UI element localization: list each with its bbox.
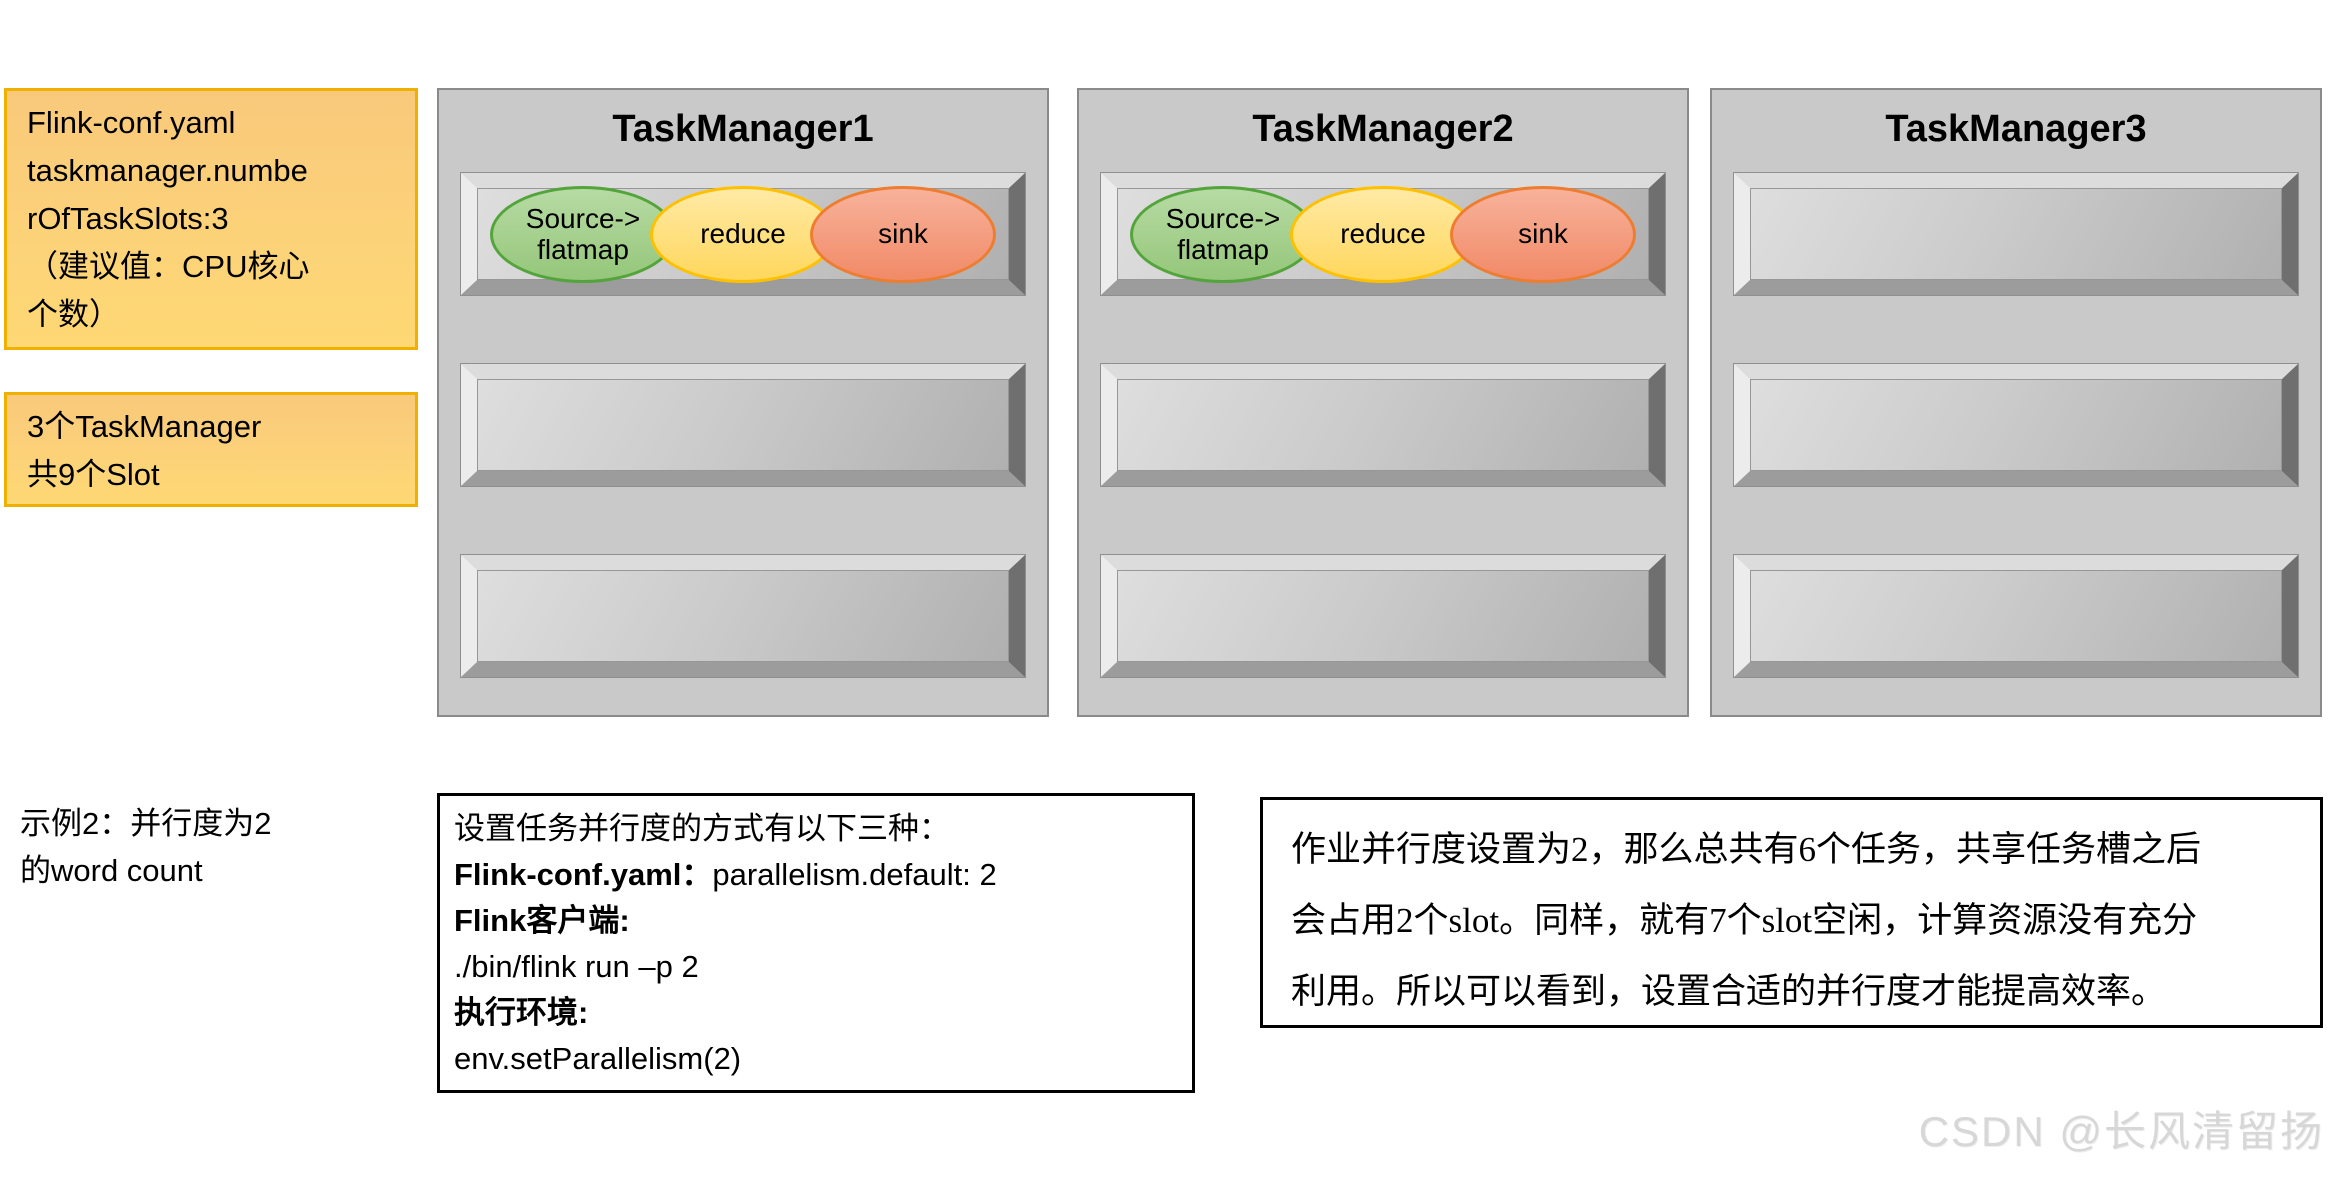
task-label: flatmap <box>537 234 629 265</box>
parallelism-line: Flink-conf.yaml：parallelism.default: 2 <box>454 852 1178 898</box>
task-ellipse-source: Source-> flatmap <box>490 185 676 283</box>
task-slot <box>1100 363 1666 487</box>
config-note: Flink-conf.yaml taskmanager.numbe rOfTas… <box>4 88 418 350</box>
taskmanager2-title: TaskManager2 <box>1252 108 1514 150</box>
task-label: sink <box>1518 218 1568 250</box>
explanation-box: 作业并行度设置为2，那么总共有6个任务，共享任务槽之后 会占用2个slot。同样… <box>1260 797 2323 1028</box>
task-ellipse-source: Source-> flatmap <box>1130 185 1316 283</box>
task-label: Source-> <box>1165 202 1281 234</box>
example-label-line: 的word count <box>20 853 203 888</box>
example-label: 示例2：并行度为2 的word count <box>20 800 271 894</box>
task-group: Source-> flatmap reduce sink <box>460 172 1026 296</box>
slot-total-note-line: 共9个Slot <box>27 457 160 492</box>
taskmanager3-box: TaskManager3 <box>1710 88 2322 717</box>
explanation-line: 利用。所以可以看到，设置合适的并行度才能提高效率。 <box>1291 972 2167 1011</box>
parallelism-line: 设置任务并行度的方式有以下三种： <box>454 811 950 846</box>
task-slot <box>460 554 1026 678</box>
explanation-line: 会占用2个slot。同样，就有7个slot空闲，计算资源没有充分 <box>1291 901 2198 940</box>
parallelism-line: env.setParallelism(2) <box>454 1041 742 1076</box>
config-note-line: （建议值：CPU核心 <box>27 249 310 284</box>
parallelism-line-label: Flink客户端: <box>454 903 630 938</box>
config-note-line: rOfTaskSlots:3 <box>27 201 229 236</box>
task-ellipse-sink: sink <box>1450 185 1636 283</box>
task-slot <box>1733 363 2299 487</box>
parallelism-line-label: Flink-conf.yaml： <box>454 857 713 892</box>
slot-total-note: 3个TaskManager 共9个Slot <box>4 392 418 507</box>
config-note-line: 个数） <box>27 297 120 332</box>
task-slot <box>1733 554 2299 678</box>
taskmanager1-title: TaskManager1 <box>612 108 874 150</box>
task-group: Source-> flatmap reduce sink <box>1100 172 1666 296</box>
task-label: reduce <box>1340 218 1426 250</box>
task-label: Source-> <box>525 202 641 234</box>
watermark: CSDN @长风清留扬 <box>1918 1108 2324 1155</box>
task-label: flatmap <box>1177 234 1269 265</box>
task-label: reduce <box>700 218 786 250</box>
task-slot <box>460 363 1026 487</box>
parallelism-settings-box: 设置任务并行度的方式有以下三种： Flink-conf.yaml：paralle… <box>437 793 1195 1093</box>
taskmanager1-box: TaskManager1 Source-> flatmap reduce sin… <box>437 88 1049 717</box>
task-ellipse-sink: sink <box>810 185 996 283</box>
example-label-line: 示例2：并行度为2 <box>20 806 272 841</box>
parallelism-line: ./bin/flink run –p 2 <box>454 949 699 984</box>
explanation-line: 作业并行度设置为2，那么总共有6个任务，共享任务槽之后 <box>1291 830 2202 869</box>
task-slot <box>1733 172 2299 296</box>
task-ellipse-reduce: reduce <box>650 185 836 283</box>
parallelism-line-label: 执行环境: <box>454 995 589 1030</box>
task-label: sink <box>878 218 928 250</box>
slot-total-note-line: 3个TaskManager <box>27 409 262 444</box>
task-slot <box>1100 554 1666 678</box>
config-note-line: Flink-conf.yaml <box>27 105 236 140</box>
taskmanager3-title: TaskManager3 <box>1885 108 2147 150</box>
task-ellipse-reduce: reduce <box>1290 185 1476 283</box>
parallelism-line-value: parallelism.default: 2 <box>712 857 997 892</box>
config-note-line: taskmanager.numbe <box>27 153 308 188</box>
taskmanager2-box: TaskManager2 Source-> flatmap reduce sin… <box>1077 88 1689 717</box>
